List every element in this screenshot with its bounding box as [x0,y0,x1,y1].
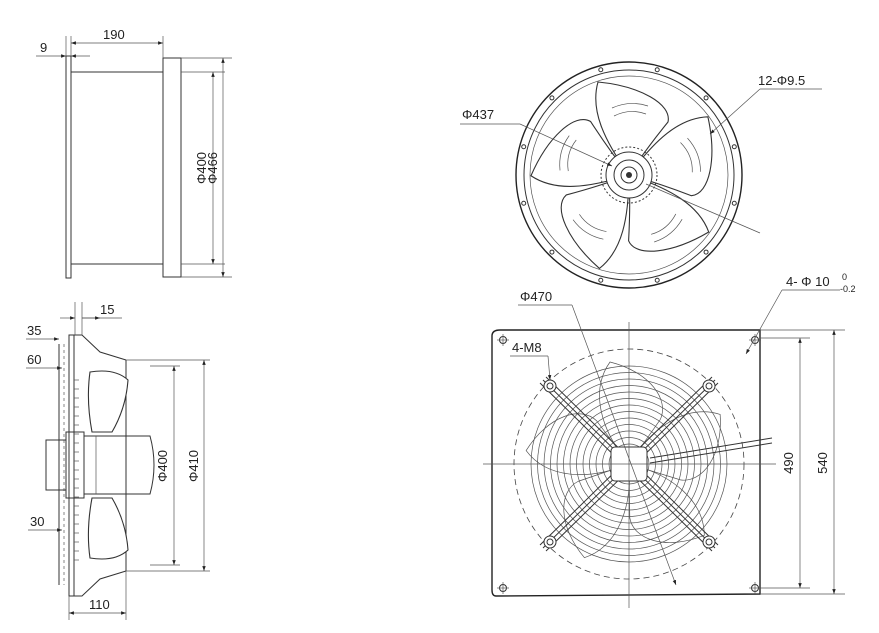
blade-slot [680,137,701,173]
dim-60: 60 [27,352,41,367]
dim-4-m8: 4-M8 [512,340,542,355]
arm-bolt-inner [705,382,713,390]
blade-slot [651,213,683,243]
hole-mark [731,200,737,206]
arm-bolt-inner [546,538,554,546]
dim-15: 15 [100,302,114,317]
dim-110: 110 [89,597,110,612]
front-view-top: 12-Φ9.5 Φ437 [460,61,822,289]
tol-lower: -0.2 [840,284,856,294]
dim-4-phi10: 4- Φ 10 [786,274,830,289]
hole-mark [598,67,604,73]
tol-upper: 0 [842,272,847,282]
hole-mark [731,144,737,150]
dim-phi400-bottom: Φ400 [155,450,170,482]
front-view-bottom: Φ470 4-M8 4- Φ 10 0 -0.2 490 540 [483,272,856,608]
dim-9: 9 [40,40,47,55]
hole-mark [598,277,604,283]
dim-phi400-top: Φ400 [194,152,209,184]
corner-holes [497,334,761,594]
dim-phi437: Φ437 [462,107,494,122]
mounting-holes-top [521,67,737,283]
hole-mark [549,95,555,101]
arm-bolt-inner [546,382,554,390]
arm-bolt [543,535,557,549]
blade-slot [611,103,649,117]
dim-phi410: Φ410 [186,450,201,482]
hole-mark [654,67,660,73]
hole-mark [703,95,709,101]
dim-12-phi9-5: 12-Φ9.5 [758,73,805,88]
side-view-top: 9 190 Φ400 Φ466 [36,27,232,279]
hole-mark [549,249,555,255]
arm-bolt [543,379,557,393]
blade-slot [572,214,607,240]
arm-bolt [702,379,716,393]
hole-mark [703,249,709,255]
dim-phi466: Φ466 [205,152,220,184]
hole-mark [521,144,527,150]
arm-bolt [702,535,716,549]
dim-190: 190 [103,27,125,42]
dim-35: 35 [27,323,41,338]
side-view-bottom: 15 35 60 30 110 Φ400 Φ410 [26,302,210,620]
arm-bolt-inner [705,538,713,546]
blade-slot [559,135,577,172]
blade-slots-top [559,103,701,243]
dim-540: 540 [815,452,830,474]
hole-mark [521,200,527,206]
dim-30: 30 [30,514,44,529]
dim-490: 490 [781,452,796,474]
hole-mark [654,277,660,283]
guard-ribs [74,379,79,561]
arm-bolts [543,379,716,549]
dim-phi470: Φ470 [520,289,552,304]
